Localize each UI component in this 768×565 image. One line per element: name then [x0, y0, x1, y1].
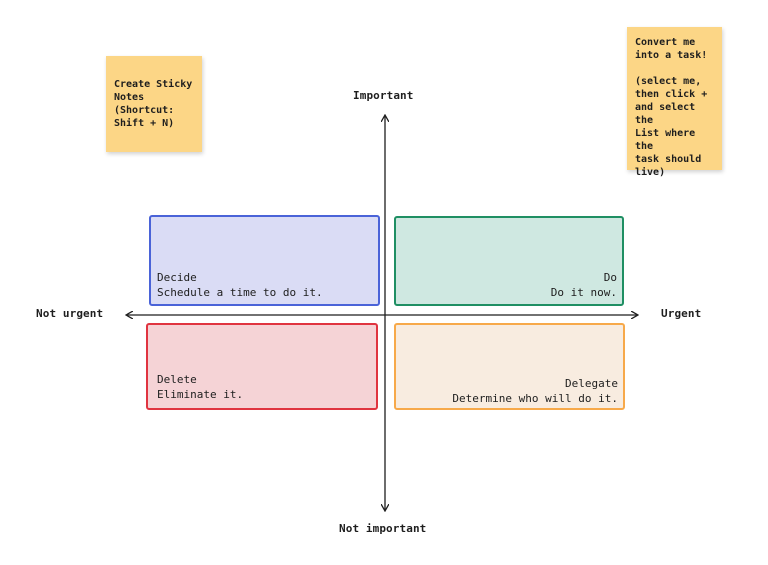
quadrant-delegate-text: Delegate Determine who will do it.: [452, 376, 618, 406]
quadrant-do-subtitle: Do it now.: [550, 286, 617, 299]
quadrant-do-title: Do: [603, 271, 617, 284]
quadrant-decide[interactable]: Decide Schedule a time to do it.: [149, 215, 380, 306]
quadrant-decide-subtitle: Schedule a time to do it.: [157, 286, 323, 299]
axis-label-not-important: Not important: [339, 522, 427, 535]
sticky-note-convert-to-task[interactable]: Convert me into a task! (select me, then…: [627, 27, 722, 178]
quadrant-decide-title: Decide: [157, 271, 197, 284]
quadrant-delegate-subtitle: Determine who will do it.: [452, 392, 618, 405]
quadrant-delete-text: Delete Eliminate it.: [157, 372, 243, 402]
axis-label-urgent: Urgent: [661, 307, 702, 320]
quadrant-do[interactable]: Do Do it now.: [394, 216, 624, 306]
quadrant-delete-title: Delete: [157, 373, 197, 386]
quadrant-decide-text: Decide Schedule a time to do it.: [157, 270, 323, 300]
quadrant-delegate[interactable]: Delegate Determine who will do it.: [394, 323, 625, 410]
axis-label-important: Important: [353, 89, 414, 102]
axis-label-not-urgent: Not urgent: [36, 307, 104, 320]
quadrant-delete-subtitle: Eliminate it.: [157, 388, 244, 401]
quadrant-delete[interactable]: Delete Eliminate it.: [146, 323, 378, 410]
quadrant-delegate-title: Delegate: [565, 377, 618, 390]
quadrant-do-text: Do Do it now.: [551, 270, 617, 300]
sticky-note-create[interactable]: Create Sticky Notes (Shortcut: Shift + N…: [106, 56, 202, 152]
